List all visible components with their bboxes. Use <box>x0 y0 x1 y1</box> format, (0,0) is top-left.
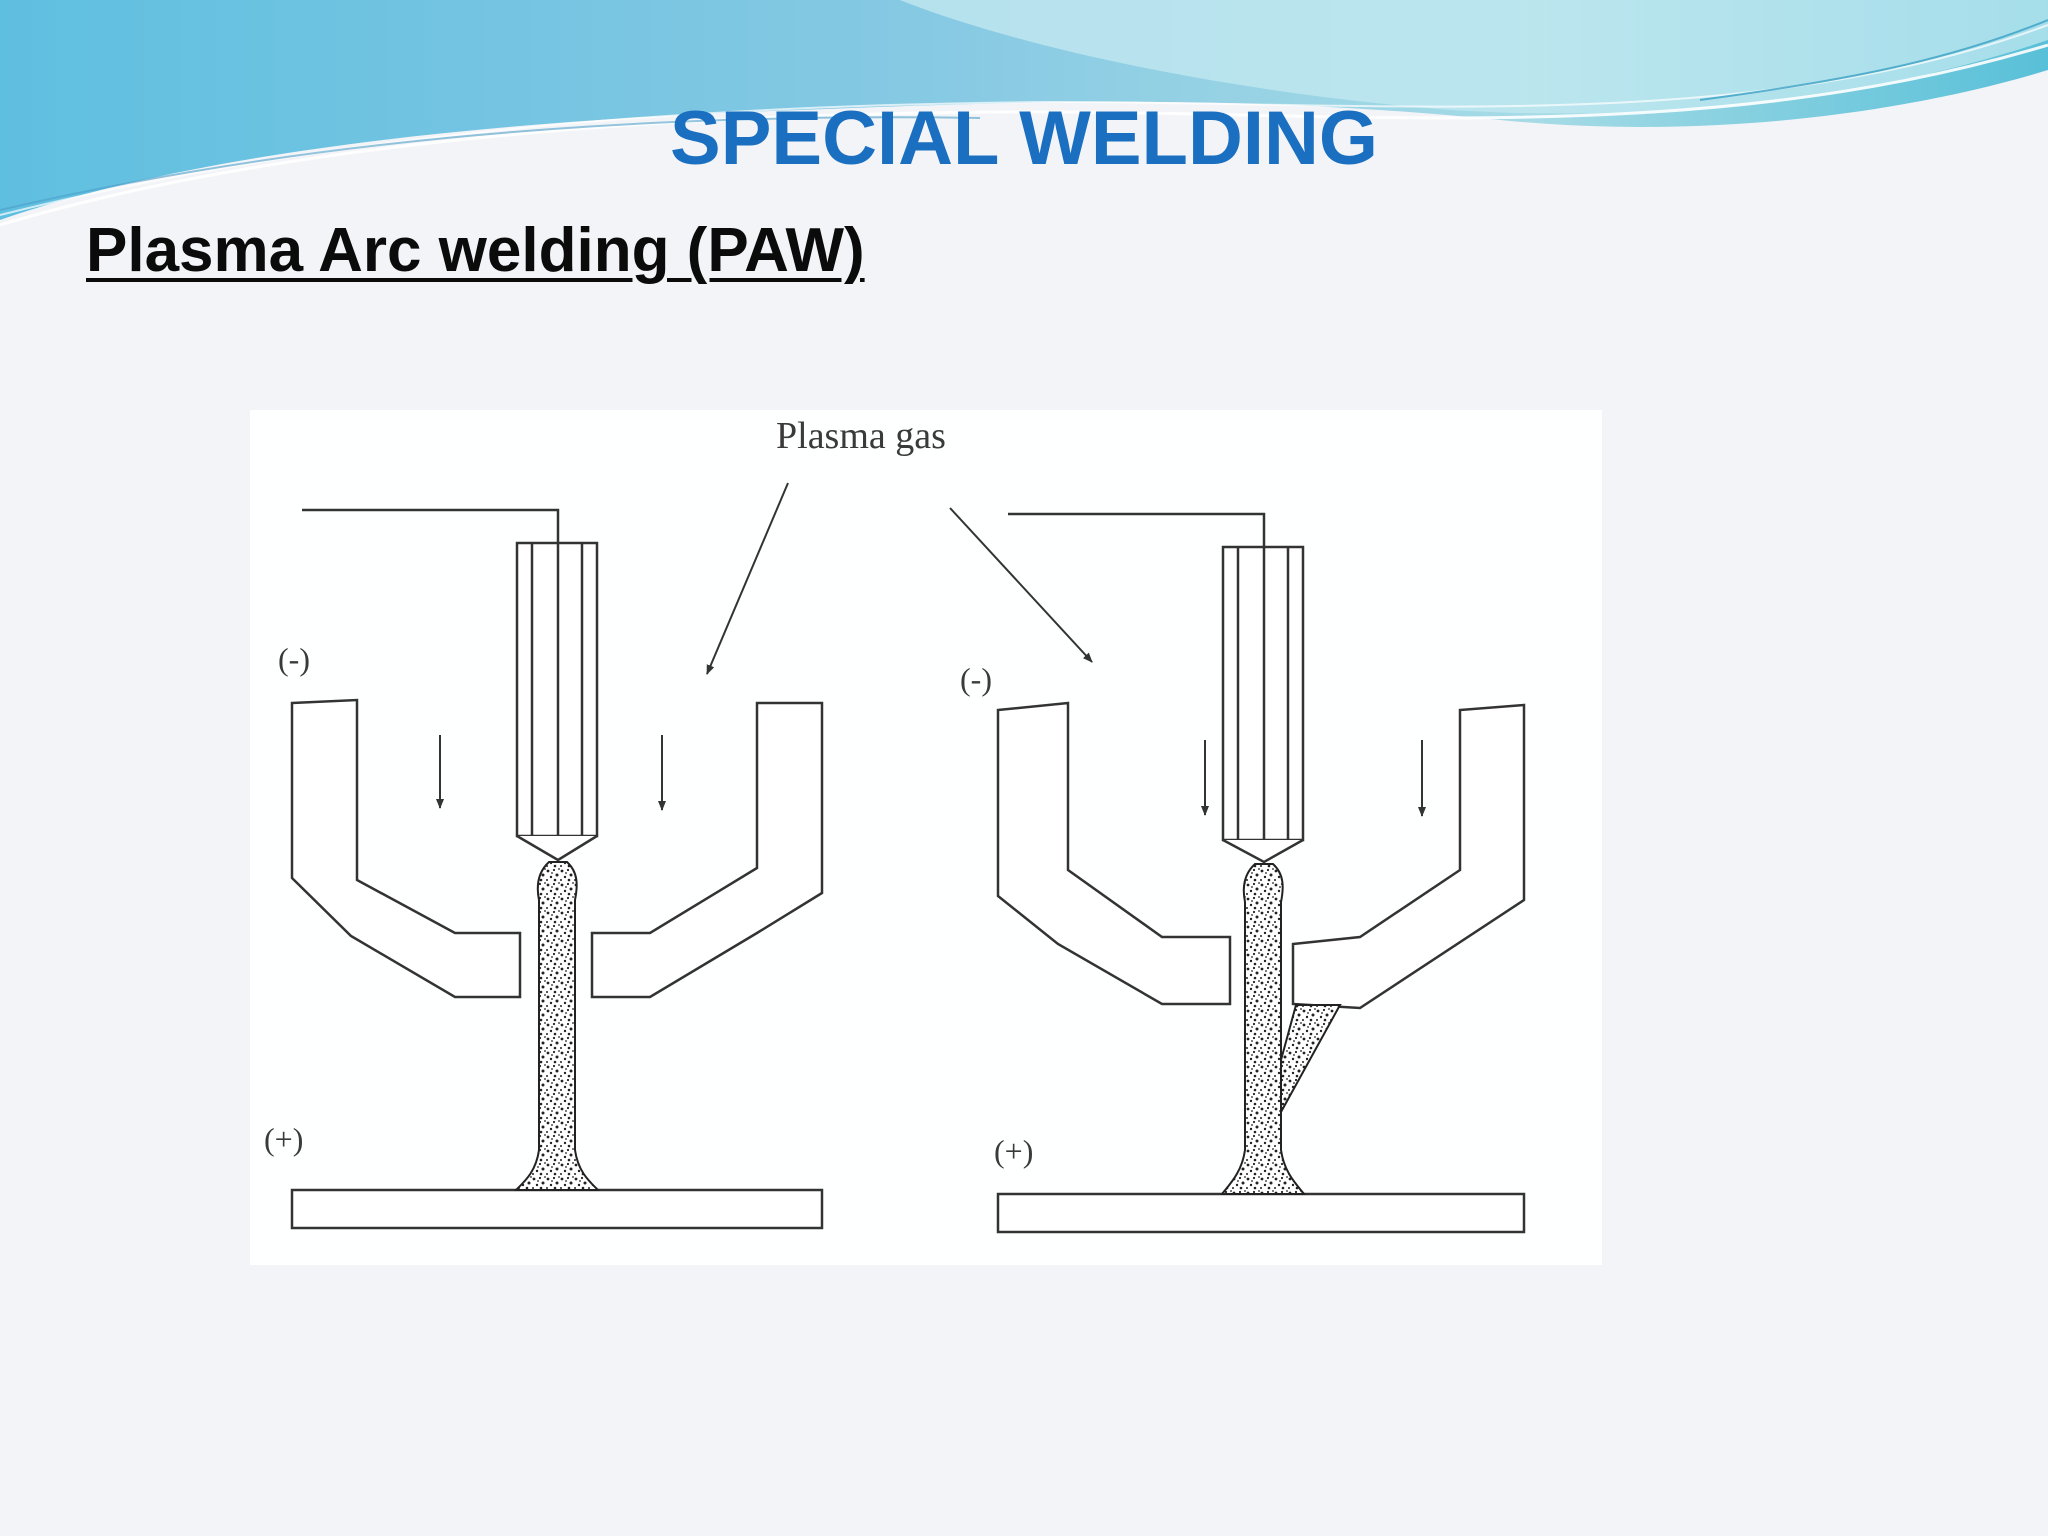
left-plasma-column <box>513 861 601 1191</box>
slide-subtitle: Plasma Arc welding (PAW) <box>86 216 865 285</box>
left-electrode-tip <box>516 834 598 862</box>
plasma-gas-label: Plasma gas <box>776 415 946 457</box>
left-anode-label: (+) <box>264 1121 303 1157</box>
left-nozzle-wall-left <box>290 698 522 999</box>
right-nozzle-wall-left <box>996 701 1232 1006</box>
left-torch <box>290 508 824 1230</box>
slide-title: SPECIAL WELDING <box>670 96 1378 181</box>
left-nozzle-wall-right <box>590 701 824 999</box>
figure-panel <box>250 410 1602 1265</box>
plasma-gas-arrow-left <box>706 482 789 675</box>
right-anode-label: (+) <box>994 1133 1033 1169</box>
plasma-gas-arrow-right <box>949 507 1093 663</box>
left-cathode-label: (-) <box>278 641 310 677</box>
header-wave-decoration <box>0 0 2048 227</box>
right-nozzle-wall-right <box>1291 703 1526 1010</box>
right-electrode-tip <box>1222 838 1304 864</box>
right-plasma-column <box>1219 863 1307 1195</box>
right-shield-gas-branch <box>1280 1004 1342 1113</box>
left-electrode-wire <box>302 508 560 545</box>
right-cathode-label: (-) <box>960 661 992 697</box>
right-workpiece <box>996 1192 1526 1234</box>
right-electrode-wire <box>1008 512 1266 550</box>
left-workpiece <box>290 1188 824 1230</box>
right-torch <box>996 512 1526 1234</box>
